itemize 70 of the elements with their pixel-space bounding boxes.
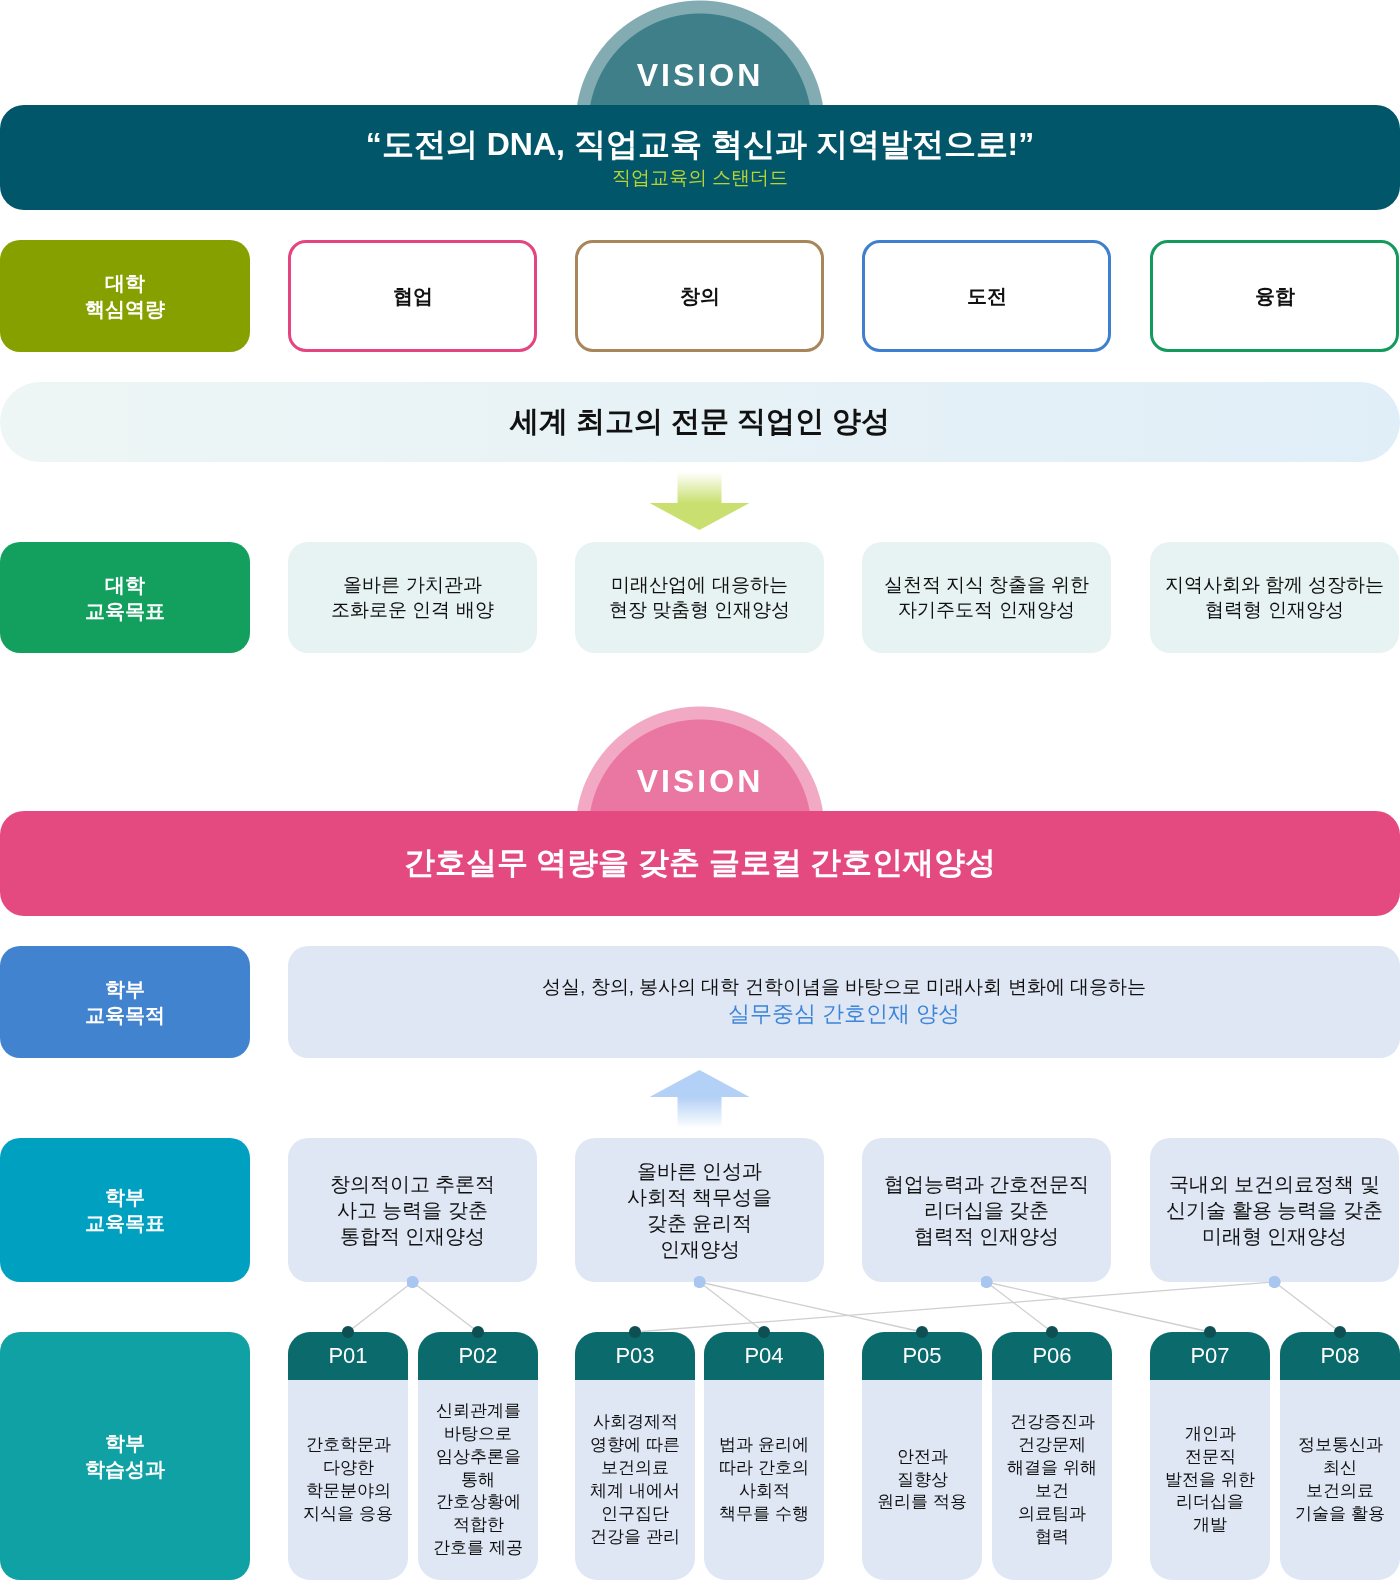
outcome-text: 간호학문과 다양한 학문분야의 지식을 응용 xyxy=(303,1434,393,1525)
category-label-box xyxy=(0,240,250,352)
goal-text: 실천적 지식 창출을 위한 자기주도적 인재양성 xyxy=(882,572,1091,622)
outcome-text: 신뢰관계를 바탕으로 임상추론을 통해 간호상황에 적합한 간호를 제공 xyxy=(433,1399,523,1560)
goal-box xyxy=(288,542,537,653)
value-text: 융합 xyxy=(1254,284,1295,309)
card-header: P05 xyxy=(862,1332,982,1380)
outcome-text: 법과 윤리에 따라 간호의 사회적 책무를 수행 xyxy=(719,1434,809,1525)
goal-box xyxy=(575,542,824,653)
vision-title: VISION xyxy=(636,762,764,801)
card-header: P06 xyxy=(992,1332,1112,1380)
card-header: P02 xyxy=(418,1332,538,1380)
purpose-box xyxy=(288,946,1400,1058)
outcome-card xyxy=(575,1332,695,1580)
outcome-card xyxy=(862,1332,982,1580)
outcome-text: 개인과 전문직 발전을 위한 리더십을 개발 xyxy=(1165,1422,1255,1537)
band-text: 세계 최고의 전문 직업인 양성 xyxy=(509,404,891,440)
goal-text: 협업능력과 간호전문직 리더십을 갖춘 협력적 인재양성 xyxy=(882,1172,1091,1249)
banner-subtitle: 직업교육의 스탠더드 xyxy=(611,165,789,190)
card-header: P04 xyxy=(704,1332,824,1380)
outcome-card xyxy=(1150,1332,1270,1580)
purpose-text: 성실, 창의, 봉사의 대학 건학이념을 바탕으로 미래사회 변화에 대응하는 xyxy=(542,975,1146,1000)
goal-text: 미래산업에 대응하는 현장 맞춤형 인재양성 xyxy=(607,572,792,622)
card-header: P08 xyxy=(1280,1332,1400,1380)
goal-text: 국내외 보건의료정책 및 신기술 활용 능력을 갖춘 미래형 인재양성 xyxy=(1165,1172,1384,1249)
category-label-box xyxy=(0,1138,250,1282)
card-header: P01 xyxy=(288,1332,408,1380)
outcome-card xyxy=(992,1332,1112,1580)
value-box xyxy=(575,240,824,352)
outcome-text: 안전과 질향상 원리를 적용 xyxy=(877,1445,967,1514)
vision-title: VISION xyxy=(636,56,764,95)
outcome-text: 사회경제적 영향에 따른 보건의료 체계 내에서 인구집단 건강을 관리 xyxy=(590,1411,680,1548)
goal-text: 지역사회와 함께 성장하는 협력형 인재양성 xyxy=(1163,572,1386,622)
banner-title: “도전의 DNA, 직업교육 혁신과 지역발전으로!” xyxy=(365,125,1035,165)
value-text: 창의 xyxy=(679,284,720,309)
category-label-box xyxy=(0,542,250,653)
mission-band xyxy=(0,382,1400,462)
outcome-card xyxy=(1280,1332,1400,1580)
value-box xyxy=(1150,240,1399,352)
goal-box xyxy=(575,1138,824,1282)
banner-title: 간호실무 역량을 갖춘 글로컬 간호인재양성 xyxy=(403,844,997,883)
goal-box xyxy=(1150,1138,1399,1282)
row-label: 학부 교육목표 xyxy=(84,1185,166,1236)
category-label-box xyxy=(0,946,250,1058)
goal-text: 창의적이고 추론적 사고 능력을 갖춘 통합적 인재양성 xyxy=(328,1172,497,1249)
goal-text: 올바른 인성과 사회적 책무성을 갖춘 윤리적 인재양성 xyxy=(625,1159,774,1262)
outcome-card xyxy=(704,1332,824,1580)
value-box xyxy=(862,240,1111,352)
row-label: 학부 교육목적 xyxy=(84,977,166,1028)
goal-box xyxy=(862,542,1111,653)
purpose-highlight: 실무중심 간호인재 양성 xyxy=(727,1000,961,1029)
category-label-box xyxy=(0,1332,250,1580)
outcome-card xyxy=(418,1332,538,1580)
goal-box xyxy=(862,1138,1111,1282)
row-label: 학부 학습성과 xyxy=(84,1431,166,1482)
goal-box xyxy=(1150,542,1399,653)
outcome-text: 건강증진과 건강문제 해결을 위해 보건 의료팀과 협력 xyxy=(1007,1411,1097,1548)
outcome-text: 정보통신과 최신 보건의료 기술을 활용 xyxy=(1295,1434,1385,1525)
value-box xyxy=(288,240,537,352)
vision-banner xyxy=(0,811,1400,916)
card-header: P07 xyxy=(1150,1332,1270,1380)
card-header: P03 xyxy=(575,1332,695,1380)
vision-banner xyxy=(0,105,1400,210)
outcome-card xyxy=(288,1332,408,1580)
value-text: 도전 xyxy=(966,284,1007,309)
value-text: 협업 xyxy=(392,284,433,309)
row-label: 대학 교육목표 xyxy=(84,572,166,624)
goal-box xyxy=(288,1138,537,1282)
row-label: 대학 핵심역량 xyxy=(84,271,166,322)
goal-text: 올바른 가치관과 조화로운 인격 배양 xyxy=(330,572,495,622)
